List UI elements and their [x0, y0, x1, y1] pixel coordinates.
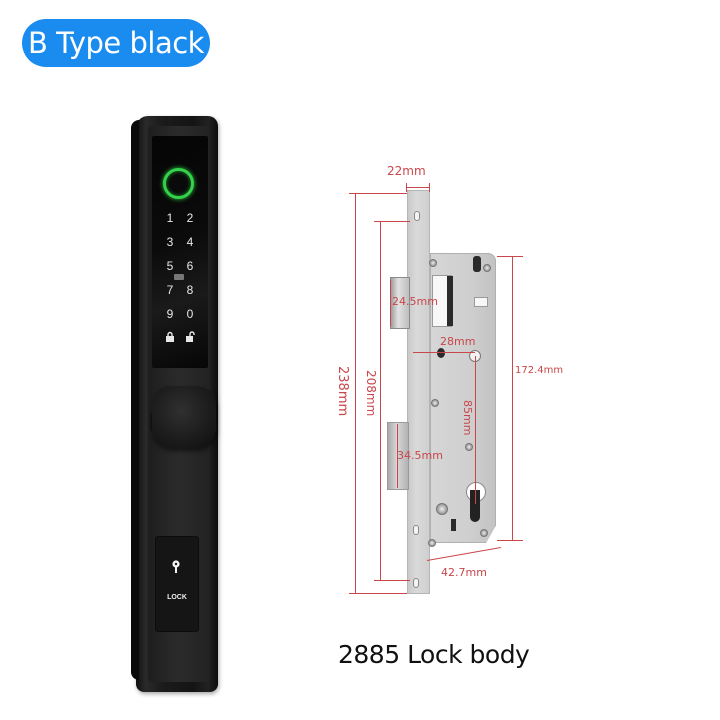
dim-line — [349, 593, 407, 594]
dim-latch-height: 24.5mm — [392, 295, 438, 308]
panel-back-edge — [131, 120, 139, 680]
dim-deadbolt-height: 34.5mm — [397, 449, 443, 462]
dim-line — [374, 580, 410, 581]
fingerprint-sensor-icon[interactable] — [163, 168, 194, 199]
dim-backset: 28mm — [440, 335, 476, 348]
rfid-card-icon — [174, 274, 184, 280]
dim-line — [426, 546, 501, 561]
screw-icon — [428, 539, 436, 547]
dim-line — [355, 193, 356, 594]
key-cover-panel[interactable] — [155, 536, 199, 632]
dim-handle-cylinder: 85mm — [461, 400, 474, 436]
faceplate — [407, 190, 430, 594]
dim-case-depth: 42.7mm — [441, 566, 487, 579]
dim-line — [407, 187, 430, 188]
deadbolt — [387, 422, 409, 490]
key-6[interactable]: 6 — [186, 259, 194, 273]
dim-line — [349, 193, 407, 194]
key-7[interactable]: 7 — [166, 283, 174, 297]
lock-icon[interactable] — [160, 330, 180, 346]
key-1[interactable]: 1 — [166, 211, 174, 225]
hub-hole — [436, 503, 448, 515]
dim-line — [380, 221, 381, 581]
latch-slot — [447, 276, 453, 326]
key-4[interactable]: 4 — [186, 235, 194, 249]
dim-line — [397, 424, 398, 488]
dim-line — [512, 256, 513, 540]
dim-line — [497, 540, 523, 541]
screw-icon — [480, 529, 488, 537]
cam-mark — [451, 519, 456, 531]
type-badge: B Type black — [22, 19, 210, 67]
faceplate-hole — [414, 211, 420, 221]
dim-line — [497, 256, 523, 257]
screw-icon — [429, 259, 437, 267]
dim-line — [475, 356, 476, 504]
dim-line — [413, 352, 475, 353]
key-5[interactable]: 5 — [166, 259, 174, 273]
dim-case-height: 172.4mm — [515, 365, 564, 376]
dim-line — [406, 183, 407, 192]
dim-line — [390, 280, 391, 326]
dim-case-span: 208mm — [364, 370, 378, 417]
thumb-turn-knob[interactable] — [152, 386, 216, 448]
key-3[interactable]: 3 — [166, 235, 174, 249]
screw-icon — [431, 399, 439, 407]
key-2[interactable]: 2 — [186, 211, 194, 225]
screw-icon — [465, 443, 473, 451]
key-0[interactable]: 0 — [186, 307, 194, 321]
dim-line — [429, 183, 430, 192]
cylinder-slot — [470, 490, 480, 522]
key-8[interactable]: 8 — [186, 283, 194, 297]
faceplate-hole — [413, 525, 419, 535]
faceplate-hole — [413, 578, 419, 588]
keypad: 1 2 3 4 5 6 7 8 9 0 — [160, 210, 200, 346]
dim-faceplate-width: 22mm — [387, 164, 426, 178]
key-9[interactable]: 9 — [166, 307, 174, 321]
unlock-icon[interactable] — [180, 330, 200, 346]
screw-icon — [483, 264, 491, 272]
keyhole-icon — [172, 560, 180, 573]
top-slot — [473, 256, 481, 272]
dim-line — [374, 221, 410, 222]
small-window — [474, 297, 488, 307]
spindle-hole — [437, 348, 445, 358]
key-cover-label: LOCK — [167, 594, 187, 601]
dim-total-height: 238mm — [335, 366, 350, 417]
lock-body-caption: 2885 Lock body — [338, 640, 530, 669]
